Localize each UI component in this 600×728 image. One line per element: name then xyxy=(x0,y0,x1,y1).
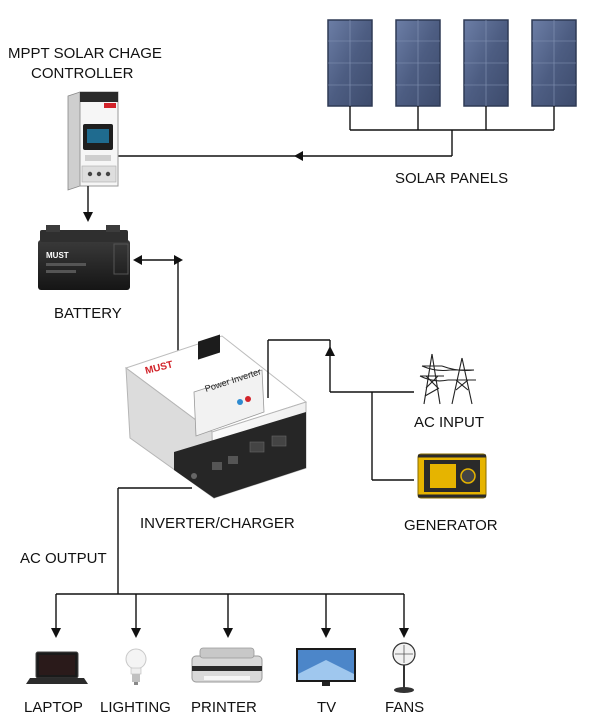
tv-label: TV xyxy=(317,699,336,716)
arrow-left-icon xyxy=(294,151,303,161)
mppt-controller-icon xyxy=(67,91,119,191)
panel-wiring xyxy=(118,106,555,161)
arrow-down-icon xyxy=(321,628,331,638)
generator-icon xyxy=(417,453,487,499)
ac-output-label: AC OUTPUT xyxy=(20,550,107,567)
solar-panel-4-icon xyxy=(531,19,577,107)
arrow-down-icon xyxy=(399,628,409,638)
solar-panels xyxy=(327,19,577,107)
printer-label: PRINTER xyxy=(191,699,257,716)
solar-panels-label: SOLAR PANELS xyxy=(395,170,508,187)
controller-label-line2: CONTROLLER xyxy=(31,65,134,82)
laptop-label: LAPTOP xyxy=(24,699,83,716)
solar-panel-1-icon xyxy=(327,19,373,107)
arrow-down-icon xyxy=(131,628,141,638)
arrow-down-icon xyxy=(51,628,61,638)
battery-label: BATTERY xyxy=(54,305,122,322)
printer-icon xyxy=(191,647,263,683)
tv-icon xyxy=(296,648,356,686)
controller-label-line1: MPPT SOLAR CHAGE xyxy=(8,45,162,62)
ac-input-wiring xyxy=(267,339,414,481)
battery-icon: MUST xyxy=(38,225,130,290)
solar-panel-3-icon xyxy=(463,19,509,107)
arrow-down-icon xyxy=(223,628,233,638)
inverter-label: INVERTER/CHARGER xyxy=(140,515,295,532)
battery-brand: MUST xyxy=(46,251,69,260)
solar-panel-2-icon xyxy=(395,19,441,107)
transmission-tower-icon xyxy=(419,353,476,405)
arrow-up-icon xyxy=(325,346,335,356)
generator-label: GENERATOR xyxy=(404,517,498,534)
ac-output-wiring xyxy=(51,487,409,638)
fan-icon xyxy=(392,642,416,693)
lighting-label: LIGHTING xyxy=(100,699,171,716)
arrow-down-icon xyxy=(83,212,93,222)
inverter-charger-icon: MUST Power Inverter xyxy=(124,334,308,499)
battery-inverter-wiring xyxy=(133,255,183,352)
laptop-icon xyxy=(26,651,88,684)
ac-input-label: AC INPUT xyxy=(414,414,484,431)
arrow-left-icon xyxy=(133,255,142,265)
light-bulb-icon xyxy=(125,648,147,685)
fans-label: FANS xyxy=(385,699,424,716)
